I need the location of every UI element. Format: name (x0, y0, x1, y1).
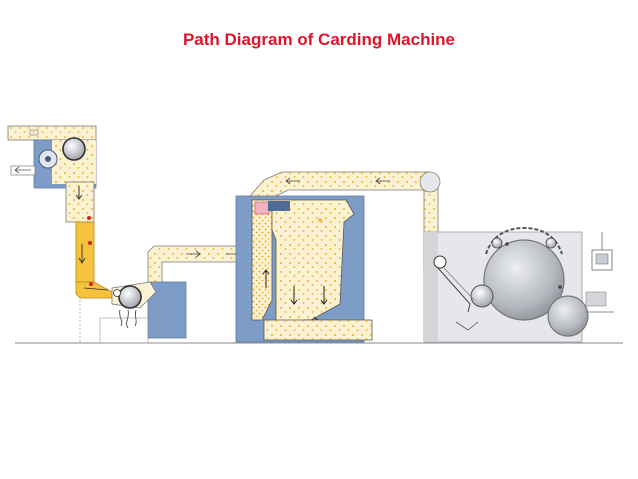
sensor-dot (87, 216, 91, 220)
licker-in-icon (470, 284, 494, 308)
flow-arrow-icon (29, 129, 39, 136)
chute-column (75, 221, 95, 283)
up-arrow-icon (262, 269, 270, 288)
down-arrow-icon (78, 244, 86, 264)
duct-bend (419, 171, 441, 193)
feed-roller-icon (118, 285, 142, 309)
exhaust-arrow-icon (10, 165, 36, 176)
yellow-chute (65, 181, 119, 343)
down-arrow-icon (290, 286, 298, 305)
doffer-icon (547, 295, 589, 337)
transport-duct (147, 245, 247, 283)
fibre-tuft-icon (119, 309, 137, 329)
opener-unit (7, 125, 97, 189)
chute-feed-unit (235, 171, 431, 343)
carding-machine (419, 171, 614, 343)
main-cylinder-icon (483, 239, 565, 321)
right-arrow-icon (83, 287, 109, 291)
left-arrow-icon (285, 177, 300, 185)
down-arrow-icon (320, 286, 328, 305)
sensor-dot (88, 241, 92, 245)
left-arrow-icon (375, 177, 390, 185)
down-arrow-icon (75, 186, 83, 200)
feed-roller-unit (99, 281, 187, 344)
feed-box-lid (268, 201, 290, 211)
right-arrow-icon (186, 250, 201, 258)
page-title: Path Diagram of Carding Machine (182, 30, 456, 49)
feed-roller-icon (433, 255, 447, 269)
beater-roll-icon (62, 137, 86, 161)
sensor-dot (89, 282, 93, 286)
